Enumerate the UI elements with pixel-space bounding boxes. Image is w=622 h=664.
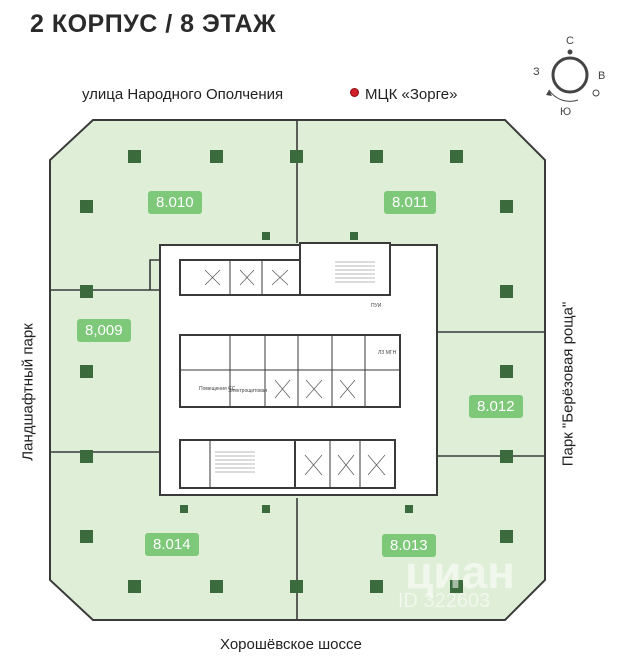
room-label-pui: ПУИ bbox=[371, 303, 382, 309]
compass bbox=[546, 49, 600, 102]
building-core bbox=[159, 242, 438, 496]
unit-8-010[interactable]: 8.010 bbox=[148, 191, 202, 214]
street-label-north: улица Народного Ополчения bbox=[82, 86, 284, 103]
unit-8-009[interactable]: 8,009 bbox=[77, 319, 131, 342]
compass-east: В bbox=[598, 70, 606, 82]
page-title: 2 КОРПУС / 8 ЭТАЖ bbox=[30, 10, 277, 38]
compass-west: З bbox=[533, 66, 540, 78]
compass-south: Ю bbox=[560, 106, 572, 118]
unit-boundaries bbox=[50, 120, 545, 620]
compass-north: С bbox=[566, 35, 574, 47]
watermark-id: ID 322603 bbox=[398, 590, 491, 612]
room-label-electrical: Электрощитовая bbox=[228, 388, 268, 394]
watermark-brand: циан bbox=[405, 546, 515, 598]
room-label-lift: ЛЗ МГН bbox=[378, 350, 397, 356]
room-label-utility: Помещения СС bbox=[199, 386, 236, 392]
metro-station-label: МЦК «Зорге» bbox=[350, 86, 457, 103]
unit-8-012[interactable]: 8.012 bbox=[469, 395, 523, 418]
stairs bbox=[215, 261, 375, 473]
unit-8-013[interactable]: 8.013 bbox=[382, 534, 436, 557]
unit-8-014[interactable]: 8.014 bbox=[145, 533, 199, 556]
metro-station-name: МЦК «Зорге» bbox=[365, 86, 458, 103]
metro-icon bbox=[350, 88, 359, 97]
structural-columns bbox=[80, 150, 513, 593]
street-label-south: Хорошёвское шоссе bbox=[220, 636, 362, 653]
unit-8-011[interactable]: 8.011 bbox=[384, 191, 437, 214]
